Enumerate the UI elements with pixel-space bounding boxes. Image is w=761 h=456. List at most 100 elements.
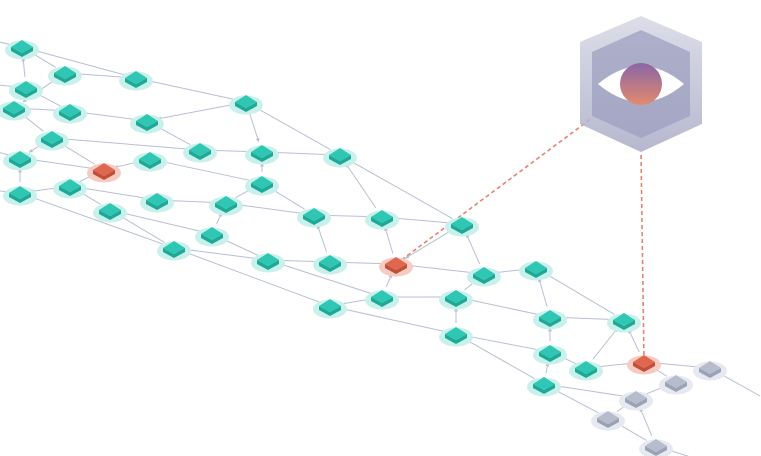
active-node: [533, 310, 567, 330]
cube-node-top: [319, 299, 341, 312]
cube-node-icon: [613, 320, 635, 330]
cube-node-top: [99, 203, 121, 216]
graph-edge: [118, 215, 165, 243]
graph-edge: [316, 224, 327, 252]
graph-edge: [75, 72, 126, 78]
active-node: [53, 179, 87, 199]
cube-node-icon: [9, 193, 31, 203]
cube-node-icon: [215, 203, 237, 213]
cube-node-icon: [257, 260, 279, 270]
cube-node-icon: [575, 368, 597, 378]
graph-edge: [80, 186, 147, 199]
cube-node-top: [445, 290, 467, 303]
cube-node-top: [125, 71, 147, 84]
cube-node-icon: [699, 368, 721, 378]
cube-node-top: [139, 152, 161, 165]
cube-node-top: [597, 411, 619, 424]
cube-node-top: [9, 151, 31, 164]
graph-edge: [345, 163, 377, 209]
cube-node-icon: [201, 234, 223, 244]
active-node: [157, 241, 191, 261]
active-node: [35, 131, 69, 151]
active-node: [607, 313, 641, 333]
graph-edge: [157, 103, 236, 121]
active-node: [245, 145, 279, 165]
cube-node-top: [371, 210, 393, 223]
cube-node-icon: [136, 121, 158, 131]
active-node: [48, 66, 82, 86]
observer-link-line: [640, 151, 645, 363]
cube-node-top: [575, 361, 597, 374]
cube-node-top: [525, 261, 547, 274]
cube-node-top: [3, 101, 25, 114]
cube-node-top: [54, 66, 76, 79]
active-node: [119, 71, 153, 91]
cube-node-top: [665, 375, 687, 388]
active-node: [365, 210, 399, 230]
graph-edge: [184, 247, 258, 260]
graph-edge: [167, 198, 216, 204]
graph-edge: [464, 338, 535, 380]
graph-edge: [560, 315, 614, 321]
graph-edge: [270, 188, 305, 210]
active-node: [9, 81, 43, 101]
graph-edge: [183, 251, 320, 303]
active-node: [0, 101, 31, 121]
cube-node-icon: [3, 108, 25, 118]
cube-node-icon: [163, 248, 185, 258]
cube-node-top: [93, 163, 115, 176]
cube-node-icon: [9, 158, 31, 168]
graph-edge: [545, 362, 550, 374]
cube-node-top: [59, 104, 81, 117]
cube-node-icon: [451, 224, 473, 234]
cube-node-top: [613, 313, 635, 326]
cube-node-top: [146, 193, 168, 206]
cube-node-top: [539, 310, 561, 323]
active-node: [445, 217, 479, 237]
active-node: [3, 186, 37, 206]
observer-badge: [580, 16, 702, 152]
cube-node-top: [319, 255, 341, 268]
graph-edge: [62, 137, 190, 150]
graph-edge: [29, 195, 164, 245]
graph-edge: [120, 211, 202, 232]
active-node: [569, 361, 603, 381]
graph-edge: [255, 106, 331, 151]
active-node: [183, 143, 217, 163]
active-node: [130, 114, 164, 134]
active-node: [140, 193, 174, 213]
eye-icon: [598, 63, 684, 105]
active-node: [467, 267, 501, 287]
inactive-node: [693, 361, 727, 381]
cube-node-icon: [235, 102, 257, 112]
cube-node-top: [645, 439, 667, 452]
cube-node-icon: [445, 334, 467, 344]
cube-node-top: [633, 355, 655, 368]
active-node: [3, 151, 37, 171]
cube-node-top: [215, 196, 237, 209]
active-node: [245, 176, 279, 196]
cube-node-icon: [319, 262, 341, 272]
graph-edge: [538, 277, 548, 307]
cube-node-top: [329, 148, 351, 161]
graph-edge: [544, 273, 615, 315]
active-node: [93, 203, 127, 223]
cube-node-icon: [525, 268, 547, 278]
cube-node-icon: [625, 398, 647, 408]
graph-edge: [340, 260, 386, 265]
active-node: [53, 104, 87, 124]
active-node: [533, 345, 567, 365]
cube-node-top: [15, 81, 37, 94]
graph-edge: [654, 361, 700, 368]
cube-node-top: [451, 217, 473, 230]
graph-edge: [406, 263, 474, 274]
cube-node-icon: [59, 186, 81, 196]
cube-node-icon: [93, 170, 115, 180]
flagged-node: [379, 257, 413, 277]
graph-edge: [392, 216, 452, 224]
cube-node-top: [445, 327, 467, 340]
inactive-node: [619, 391, 653, 411]
graph-edge: [616, 423, 647, 441]
cube-node-icon: [189, 150, 211, 160]
